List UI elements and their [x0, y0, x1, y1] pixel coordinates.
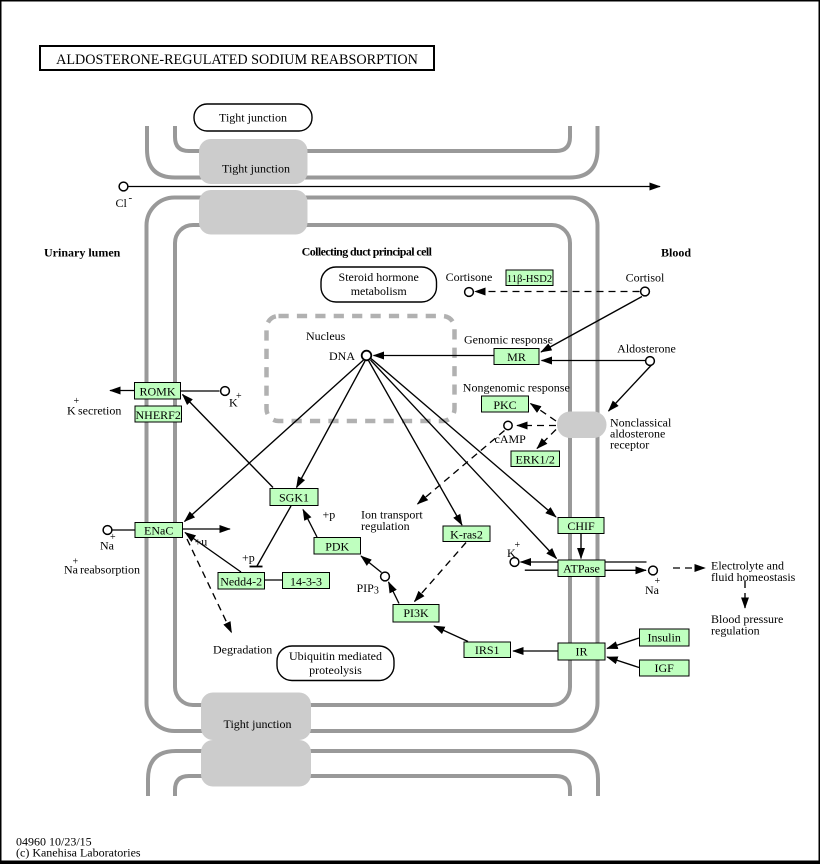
- svg-text:Electrolyte and: Electrolyte and: [711, 559, 784, 573]
- svg-text:NHERF2: NHERF2: [136, 408, 181, 422]
- svg-text:PKC: PKC: [493, 398, 516, 412]
- svg-text:Steroid hormone: Steroid hormone: [339, 270, 419, 284]
- svg-text:Cortisone: Cortisone: [446, 270, 493, 284]
- svg-text:metabolism: metabolism: [351, 284, 408, 298]
- svg-text:ENaC: ENaC: [144, 524, 173, 538]
- svg-text:+: +: [74, 396, 80, 407]
- svg-text:proteolysis: proteolysis: [309, 663, 362, 677]
- svg-text:+: +: [110, 532, 116, 543]
- svg-text:SGK1: SGK1: [279, 491, 309, 505]
- svg-text:K: K: [507, 546, 516, 560]
- svg-text:K-ras2: K-ras2: [450, 528, 483, 542]
- svg-text:Tight junction: Tight junction: [222, 162, 290, 176]
- svg-text:secretion: secretion: [78, 404, 121, 418]
- svg-text:Na: Na: [64, 563, 79, 577]
- svg-text:Aldosterone: Aldosterone: [617, 342, 676, 356]
- svg-text:IGF: IGF: [655, 661, 675, 675]
- svg-text:MR: MR: [507, 350, 526, 364]
- svg-text:IR: IR: [576, 645, 588, 659]
- svg-text:Nedd4-2: Nedd4-2: [220, 575, 262, 589]
- svg-text:11β-HSD2: 11β-HSD2: [507, 274, 552, 285]
- svg-text:+p: +p: [323, 508, 336, 522]
- svg-text:Genomic response: Genomic response: [464, 333, 553, 347]
- svg-text:Na: Na: [100, 539, 115, 553]
- svg-text:K: K: [67, 404, 76, 418]
- svg-text:Collecting duct principal cell: Collecting duct principal cell: [302, 245, 433, 259]
- svg-text:fluid homeostasis: fluid homeostasis: [711, 570, 796, 584]
- svg-text:+: +: [515, 540, 521, 551]
- svg-text:+: +: [655, 576, 661, 587]
- svg-text:Nucleus: Nucleus: [306, 329, 346, 343]
- svg-text:IRS1: IRS1: [475, 643, 500, 657]
- svg-text:regulation: regulation: [361, 519, 410, 533]
- svg-text:Insulin: Insulin: [648, 631, 681, 645]
- svg-text:+p: +p: [242, 551, 255, 565]
- svg-text:Ion transport: Ion transport: [361, 508, 423, 522]
- svg-text:(c) Kanehisa Laboratories: (c) Kanehisa Laboratories: [16, 846, 141, 860]
- svg-text:PDK: PDK: [325, 540, 349, 554]
- svg-text:PI3K: PI3K: [403, 606, 429, 620]
- svg-text:Tight junction: Tight junction: [219, 111, 287, 125]
- svg-text:Nonclassical: Nonclassical: [610, 416, 672, 430]
- svg-text:receptor: receptor: [610, 438, 649, 452]
- svg-text:-: -: [129, 192, 133, 204]
- svg-text:aldosterone: aldosterone: [610, 427, 665, 441]
- svg-text:04960 10/23/15: 04960 10/23/15: [16, 835, 92, 849]
- svg-text:+u: +u: [195, 535, 208, 549]
- svg-text:Blood: Blood: [661, 246, 691, 260]
- svg-text:Na: Na: [645, 583, 660, 597]
- svg-text:Nongenomic response: Nongenomic response: [463, 380, 570, 394]
- svg-text:+: +: [236, 391, 242, 402]
- svg-text:K: K: [229, 396, 238, 410]
- svg-text:ERK1/2: ERK1/2: [516, 453, 555, 467]
- svg-text:Cortisol: Cortisol: [626, 271, 665, 285]
- svg-text:cAMP: cAMP: [495, 432, 527, 446]
- svg-text:+: +: [73, 557, 79, 568]
- svg-text:Tight junction: Tight junction: [224, 717, 292, 731]
- svg-text:CHIF: CHIF: [567, 519, 595, 533]
- svg-text:PIP3: PIP3: [357, 581, 379, 597]
- svg-text:Degradation: Degradation: [213, 643, 272, 657]
- svg-text:Urinary lumen: Urinary lumen: [44, 246, 121, 260]
- svg-text:Blood pressure: Blood pressure: [711, 612, 783, 626]
- svg-text:DNA: DNA: [329, 349, 355, 363]
- svg-text:14-3-3: 14-3-3: [290, 575, 322, 589]
- svg-text:reabsorption: reabsorption: [80, 563, 140, 577]
- svg-text:Ubiquitin mediated: Ubiquitin mediated: [289, 649, 382, 663]
- svg-text:regulation: regulation: [711, 624, 760, 638]
- svg-text:ALDOSTERONE-REGULATED SODIUM: ALDOSTERONE-REGULATED SODIUM REABSORPTIO…: [56, 52, 418, 68]
- svg-text:Cl: Cl: [116, 196, 128, 210]
- svg-text:ATPase: ATPase: [563, 562, 600, 576]
- svg-text:ROMK: ROMK: [139, 385, 175, 399]
